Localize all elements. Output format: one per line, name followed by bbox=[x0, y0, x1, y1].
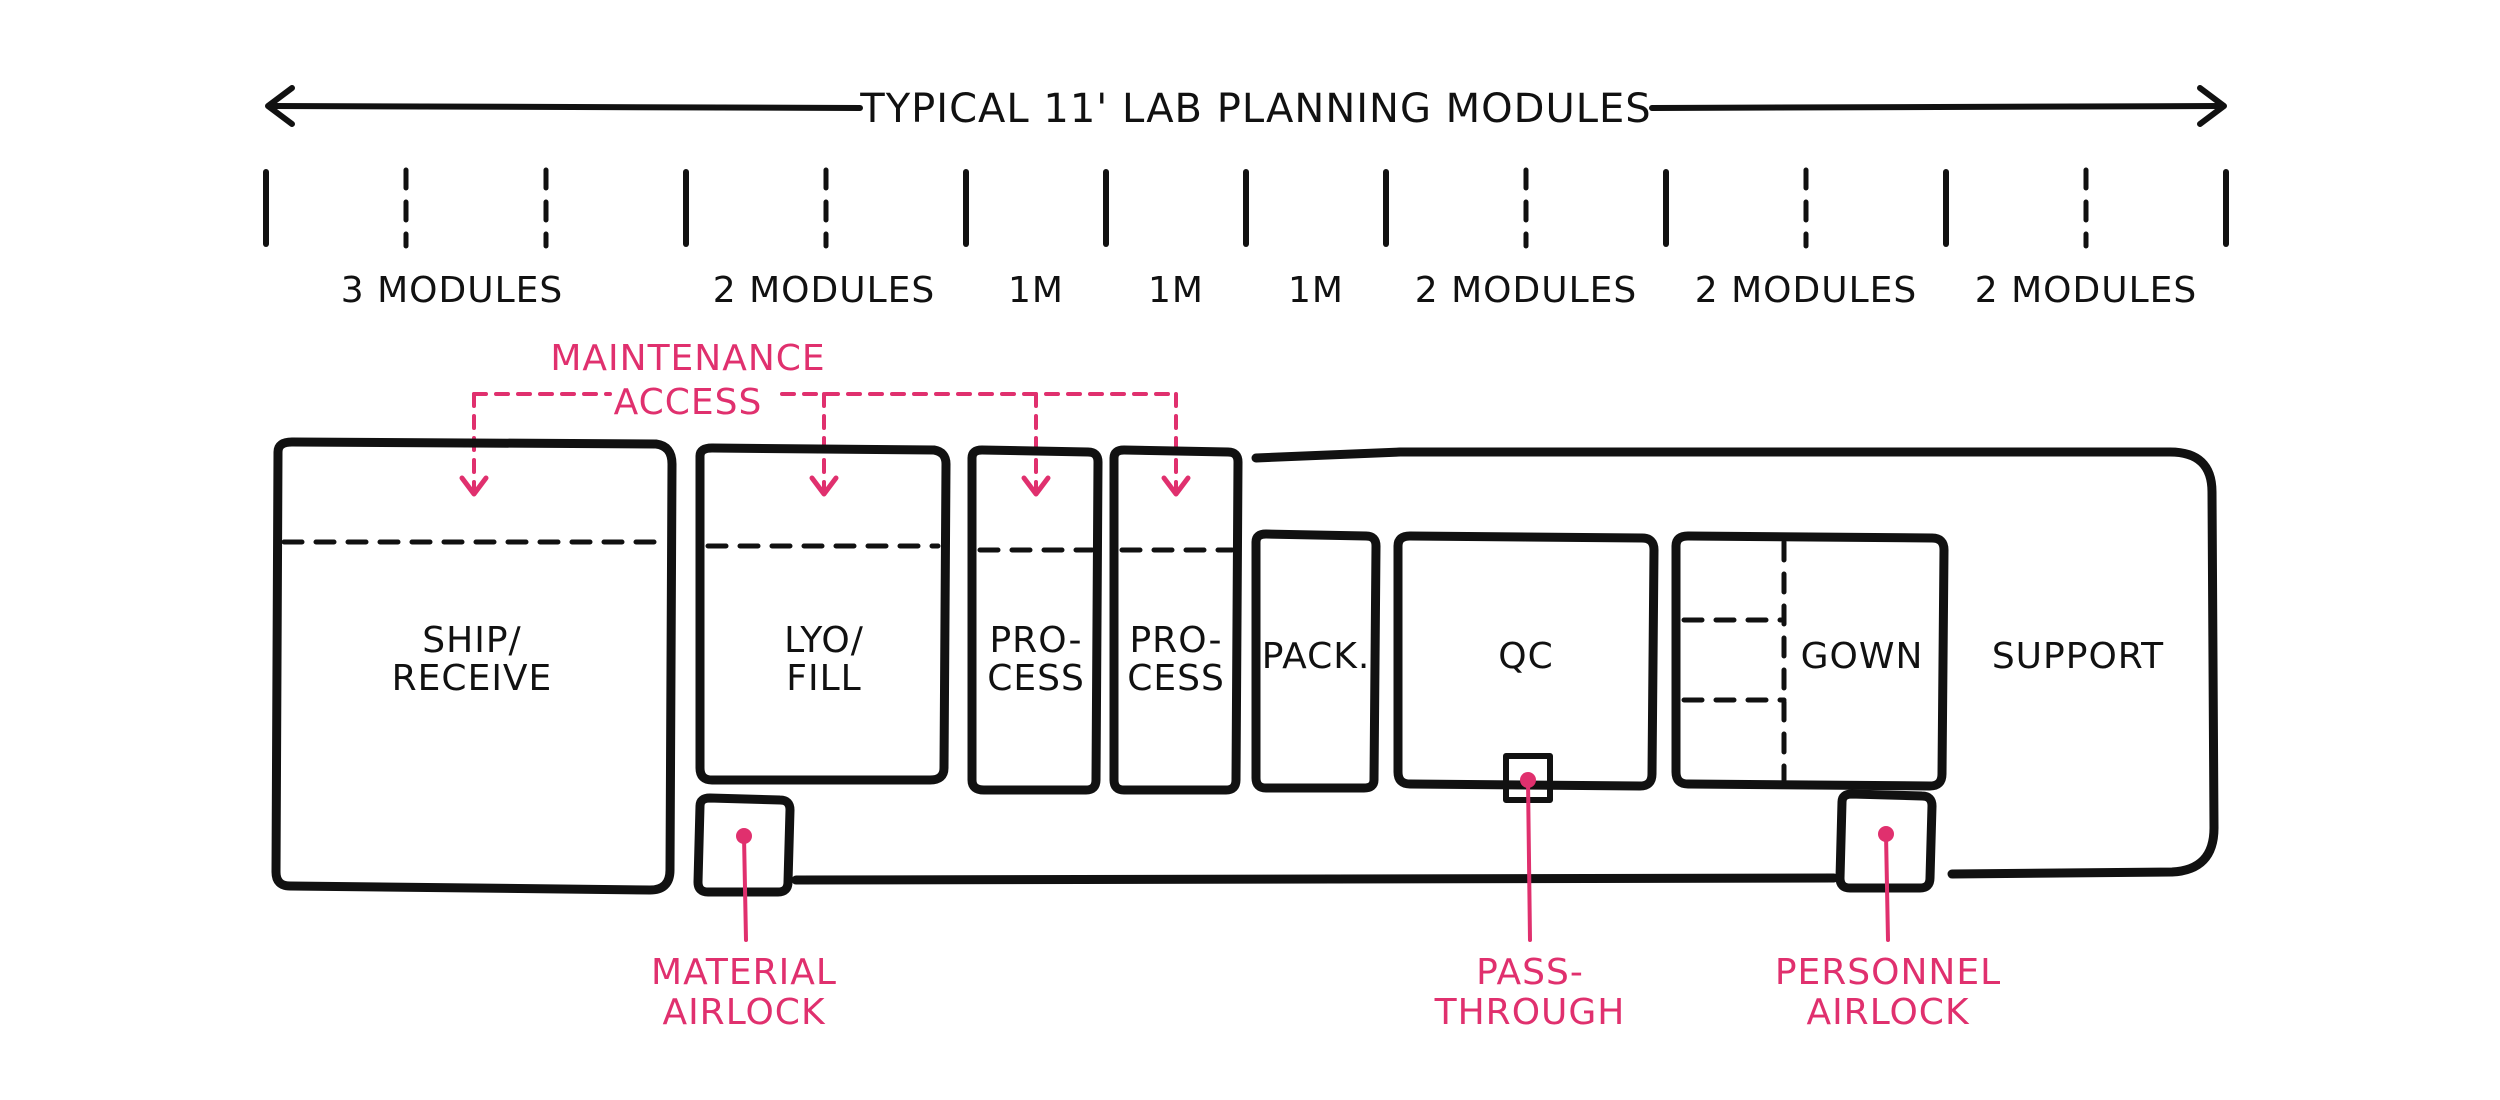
title-line-right bbox=[1649, 103, 2223, 111]
personnel-airlock-label: PERSONNEL bbox=[1775, 952, 2001, 993]
room-label: PRO- bbox=[1129, 620, 1222, 661]
room-qc: QC PASS- THROUGH bbox=[1393, 531, 1659, 1033]
corridor-wall bbox=[1251, 447, 2219, 879]
room-label: GOWN bbox=[1801, 636, 1924, 677]
leader-line bbox=[742, 834, 748, 942]
arrow-down-icon bbox=[1161, 475, 1191, 497]
room-label: LYO/ bbox=[784, 620, 864, 661]
module-label-2: 2 MODULES bbox=[1975, 270, 2197, 311]
personnel-airlock: PERSONNEL AIRLOCK bbox=[1775, 789, 2001, 1033]
room-label: SHIP/ bbox=[422, 620, 521, 661]
module-label-2: 2 MODULES bbox=[713, 270, 935, 311]
corridor-wall-bottom bbox=[791, 873, 1839, 885]
room-label: PACK. bbox=[1262, 636, 1371, 677]
maintenance-access-label: MAINTENANCE bbox=[550, 338, 825, 379]
airlock-outline bbox=[693, 793, 795, 897]
arrow-down-icon bbox=[809, 475, 839, 497]
module-label-1m: 1M bbox=[1148, 270, 1204, 311]
room-outline bbox=[1109, 445, 1243, 795]
room-outline bbox=[1251, 529, 1381, 793]
personnel-airlock-label: AIRLOCK bbox=[1806, 992, 1970, 1033]
material-airlock: MATERIAL AIRLOCK bbox=[651, 793, 837, 1033]
arrow-down-icon bbox=[1021, 475, 1051, 497]
room-label: FILL bbox=[786, 658, 861, 699]
pass-through-box bbox=[1503, 753, 1553, 803]
room-label: QC bbox=[1498, 636, 1553, 677]
room-outline bbox=[695, 443, 951, 785]
maintenance-access-label: ACCESS bbox=[614, 382, 763, 423]
material-airlock-label: AIRLOCK bbox=[662, 992, 826, 1033]
module-label-2: 2 MODULES bbox=[1695, 270, 1917, 311]
room-process-b: PRO- CESS bbox=[1109, 445, 1243, 795]
arrow-right-icon bbox=[2197, 85, 2227, 127]
corridor-outline bbox=[791, 447, 2219, 885]
arrow-left-icon bbox=[265, 85, 295, 127]
room-lyo-fill: LYO/ FILL bbox=[695, 443, 951, 785]
room-outline bbox=[1671, 531, 1949, 791]
title-dimension-line bbox=[265, 85, 2227, 127]
material-airlock-label: MATERIAL bbox=[651, 952, 837, 993]
module-label-3: 3 MODULES bbox=[341, 270, 563, 311]
room-label-support: SUPPORT bbox=[1992, 636, 2164, 677]
room-process-a: PRO- CESS bbox=[967, 445, 1103, 795]
leader-line bbox=[1884, 832, 1890, 942]
arrow-down-icon bbox=[459, 475, 489, 497]
diagram-title: TYPICAL 11' LAB PLANNING MODULES bbox=[859, 86, 1651, 132]
room-label: RECEIVE bbox=[392, 658, 553, 699]
room-gown: GOWN bbox=[1671, 531, 1949, 791]
leader-line bbox=[1526, 778, 1532, 942]
room-outline bbox=[967, 445, 1103, 795]
module-grid bbox=[263, 167, 2229, 249]
module-label-2: 2 MODULES bbox=[1415, 270, 1637, 311]
airlock-outline bbox=[1835, 789, 1937, 893]
title-line-left bbox=[269, 103, 863, 111]
pass-through-label: THROUGH bbox=[1434, 992, 1626, 1033]
room-pack: PACK. bbox=[1251, 529, 1381, 793]
module-label-1m: 1M bbox=[1288, 270, 1344, 311]
pass-through-label: PASS- bbox=[1476, 952, 1584, 993]
room-label: CESS bbox=[987, 658, 1085, 699]
module-label-1m: 1M bbox=[1008, 270, 1064, 311]
room-label: PRO- bbox=[989, 620, 1082, 661]
room-outline bbox=[1393, 531, 1659, 791]
room-label: CESS bbox=[1127, 658, 1225, 699]
room-ship-receive: SHIP/ RECEIVE bbox=[271, 437, 677, 895]
room-outline bbox=[271, 437, 677, 895]
